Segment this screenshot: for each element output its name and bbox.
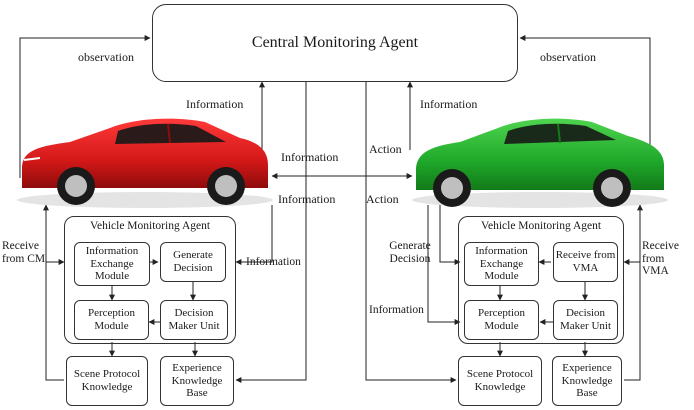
left-generate-decision-box: Generate Decision: [160, 242, 226, 282]
right-scene-protocol-label: Scene Protocol Knowledge: [466, 368, 534, 393]
info-up-right-label: Information: [420, 97, 478, 111]
green-car-icon: [412, 118, 668, 208]
left-perception-label: Perception Module: [87, 307, 136, 332]
left-info-exchange-module: Information Exchange Module: [74, 242, 150, 286]
left-info-exchange-label: Information Exchange Module: [85, 245, 139, 283]
central-label: Central Monitoring Agent: [251, 33, 419, 51]
left-vehicle-monitoring-agent: Vehicle Monitoring Agent: [64, 216, 236, 344]
left-generate-decision-label: Generate Decision: [173, 249, 213, 274]
right-perception-label: Perception Module: [477, 307, 526, 332]
left-perception-module: Perception Module: [74, 300, 149, 340]
observation-left-label: observation: [78, 50, 134, 64]
info-up-left-label: Information: [186, 97, 244, 111]
observation-right-label: observation: [540, 50, 596, 64]
right-info-exchange-label: Information Exchange Module: [475, 245, 528, 283]
right-decision-maker-label: Decision Maker Unit: [559, 307, 611, 332]
right-experience-knowledge-base: Experience Knowledge Base: [552, 356, 622, 406]
left-decision-maker-label: Decision Maker Unit: [168, 307, 220, 332]
right-receive-from-vma-box: Receive from VMA: [553, 242, 618, 282]
left-agent-title: Vehicle Monitoring Agent: [89, 220, 211, 232]
right-generate-decision-side-label: Generate Decision: [389, 240, 431, 265]
right-vehicle-monitoring-agent: Vehicle Monitoring Agent: [458, 216, 624, 344]
action-down-label: Action: [366, 192, 399, 206]
right-experience-label: Experience Knowledge Base: [561, 362, 613, 400]
action-mid-label: Action: [369, 142, 402, 156]
central-monitoring-agent-box: Central Monitoring Agent: [152, 4, 518, 82]
red-car-icon: [17, 118, 273, 208]
right-info-exchange-module: Information Exchange Module: [464, 242, 539, 286]
left-receive-from-cm-label: Receive from CM: [2, 240, 46, 265]
info-mid-label: Information: [281, 150, 339, 164]
left-scene-protocol-knowledge: Scene Protocol Knowledge: [66, 356, 148, 406]
left-experience-knowledge-base: Experience Knowledge Base: [160, 356, 234, 406]
left-scene-protocol-label: Scene Protocol Knowledge: [73, 368, 141, 393]
right-receive-from-vma-side-label: Receive from VMA: [642, 240, 680, 278]
right-scene-protocol-knowledge: Scene Protocol Knowledge: [458, 356, 542, 406]
info-down-label: Information: [278, 192, 336, 206]
right-information-side-label: Information: [369, 304, 424, 316]
right-agent-title: Vehicle Monitoring Agent: [480, 220, 602, 232]
right-receive-from-vma-box-label: Receive from VMA: [555, 249, 616, 274]
left-decision-maker-unit: Decision Maker Unit: [160, 300, 228, 340]
left-information-side-label: Information: [246, 256, 301, 268]
left-experience-label: Experience Knowledge Base: [171, 362, 223, 400]
right-perception-module: Perception Module: [464, 300, 539, 340]
right-decision-maker-unit: Decision Maker Unit: [553, 300, 618, 340]
